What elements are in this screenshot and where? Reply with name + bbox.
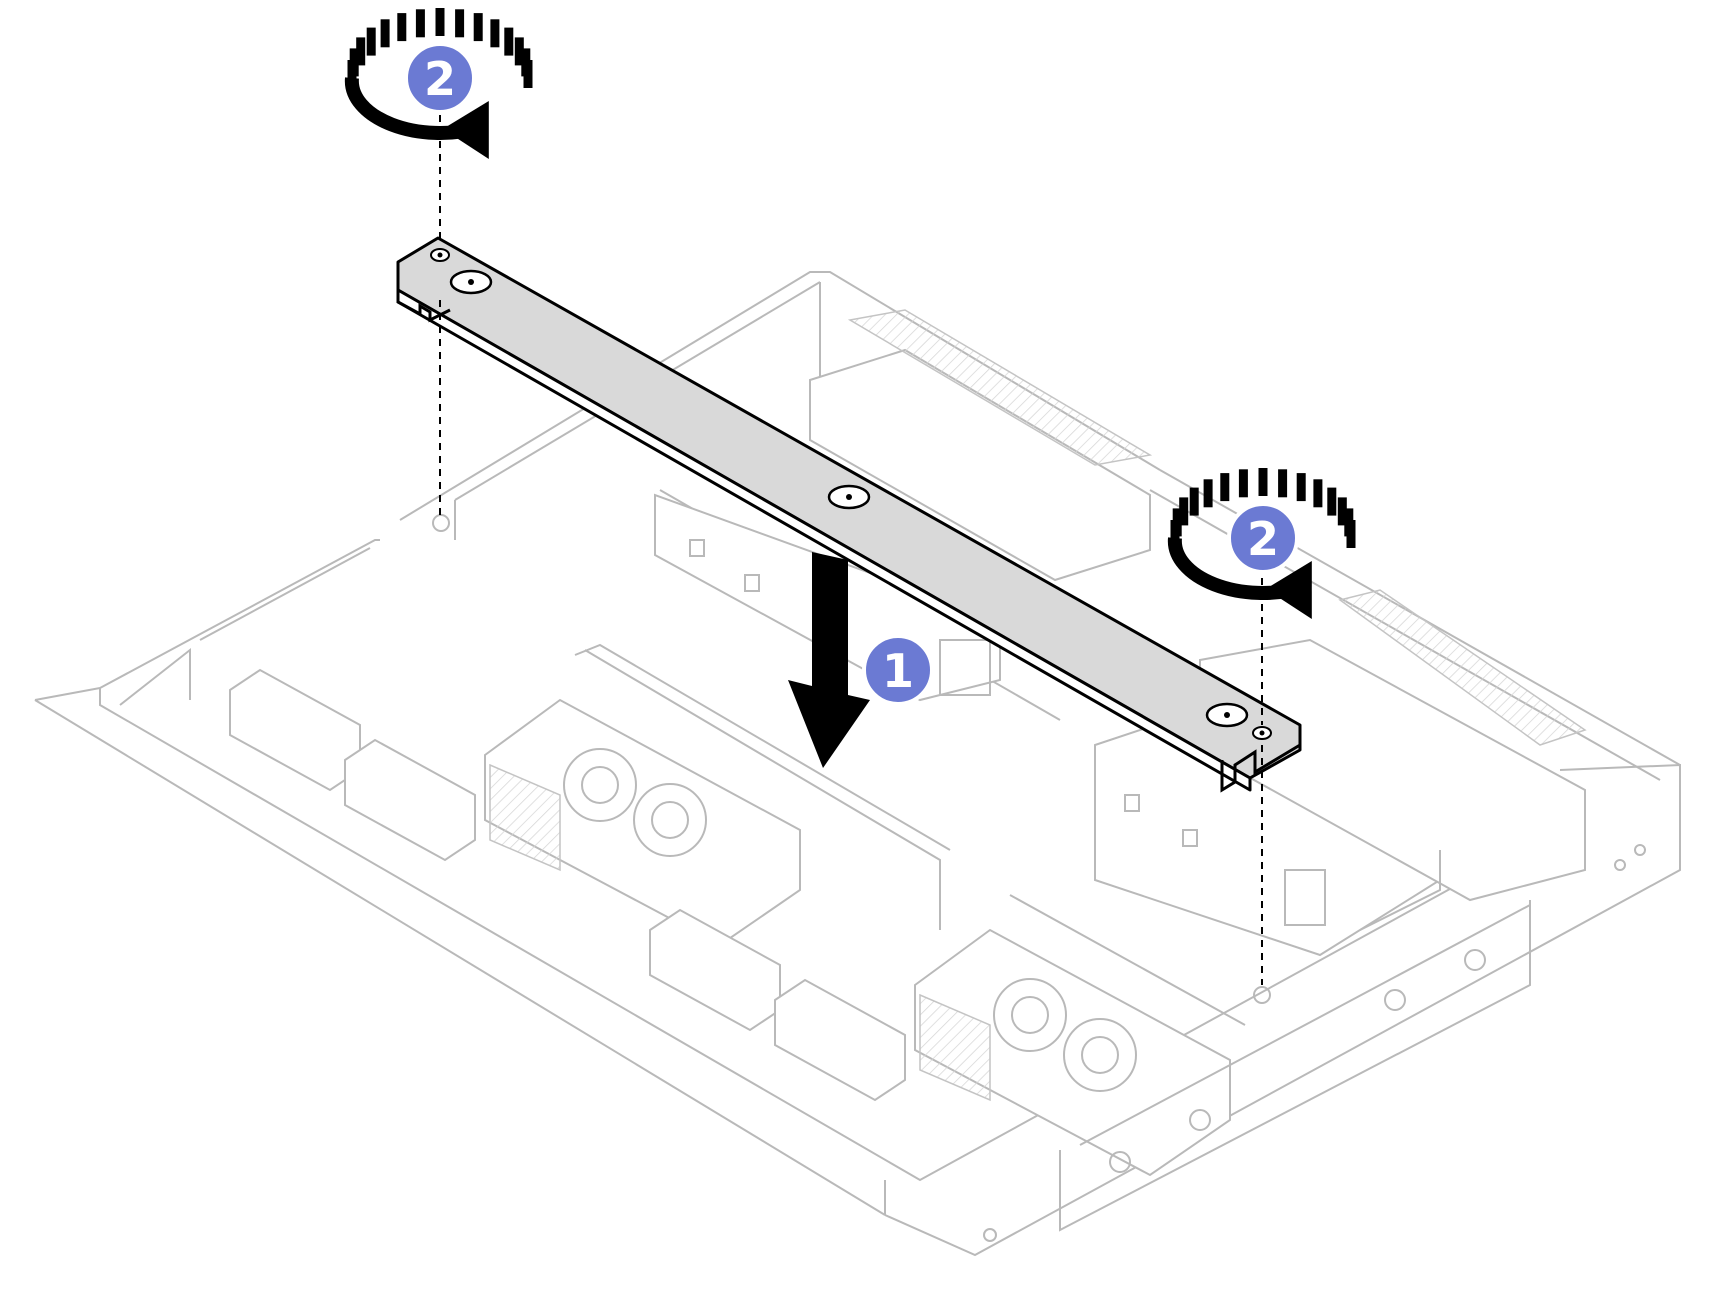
rotation-tick bbox=[1258, 468, 1268, 496]
captive-screw-right bbox=[1252, 726, 1272, 740]
rotate-clockwise-icon bbox=[1167, 468, 1356, 619]
rotation-tick bbox=[356, 37, 366, 66]
rotation-tick bbox=[504, 27, 514, 56]
rotation-tick bbox=[1179, 497, 1189, 526]
rotation-tick bbox=[455, 9, 465, 38]
rotation-tick bbox=[1337, 497, 1347, 526]
rotation-tick bbox=[380, 19, 390, 48]
captive-screw-left bbox=[430, 248, 450, 262]
rotation-tick bbox=[1346, 520, 1356, 548]
rotation-tick bbox=[397, 13, 407, 42]
rotation-tick bbox=[1203, 479, 1213, 508]
rotation-tick bbox=[1327, 487, 1337, 516]
step-badge-1: 1 bbox=[862, 634, 934, 706]
rotation-tick bbox=[1172, 508, 1182, 537]
screw-hole-right bbox=[1253, 986, 1271, 1004]
rotate-clockwise-icon bbox=[344, 8, 533, 159]
rotation-tick bbox=[415, 9, 425, 38]
rotation-arrowhead bbox=[442, 100, 489, 159]
front-rail bbox=[983, 844, 1646, 1242]
down-arrow-icon bbox=[788, 552, 870, 768]
rotation-arrowhead bbox=[1265, 560, 1312, 619]
screw-hole-left bbox=[432, 514, 450, 532]
rotation-tick bbox=[366, 27, 376, 56]
rotation-tick bbox=[523, 60, 533, 88]
server-chassis bbox=[34, 271, 1681, 1257]
rotation-tick bbox=[1313, 479, 1323, 508]
step-badge-1-number: 1 bbox=[882, 644, 914, 698]
fan-cage-right bbox=[914, 894, 1246, 1177]
latch-brackets bbox=[229, 668, 906, 1102]
rotation-tick bbox=[473, 13, 483, 42]
rotation-tick bbox=[1278, 469, 1288, 498]
fan-cage-left bbox=[484, 643, 951, 947]
step-badge-2-left: 2 bbox=[404, 42, 476, 114]
rotation-tick bbox=[490, 19, 500, 48]
rotation-tick bbox=[435, 8, 445, 36]
support-bracket bbox=[396, 236, 1302, 793]
rotation-tick bbox=[1296, 473, 1306, 502]
rotation-tick bbox=[1238, 469, 1248, 498]
step-badge-2-left-number: 2 bbox=[424, 52, 456, 106]
power-supply-lower bbox=[1094, 589, 1587, 957]
rotation-tick bbox=[1220, 473, 1230, 502]
rotation-tick bbox=[1189, 487, 1199, 516]
step-badge-2-right: 2 bbox=[1227, 502, 1299, 574]
rotation-tick bbox=[349, 48, 359, 77]
rotation-tick bbox=[514, 37, 524, 66]
step-badge-2-right-number: 2 bbox=[1247, 512, 1279, 566]
